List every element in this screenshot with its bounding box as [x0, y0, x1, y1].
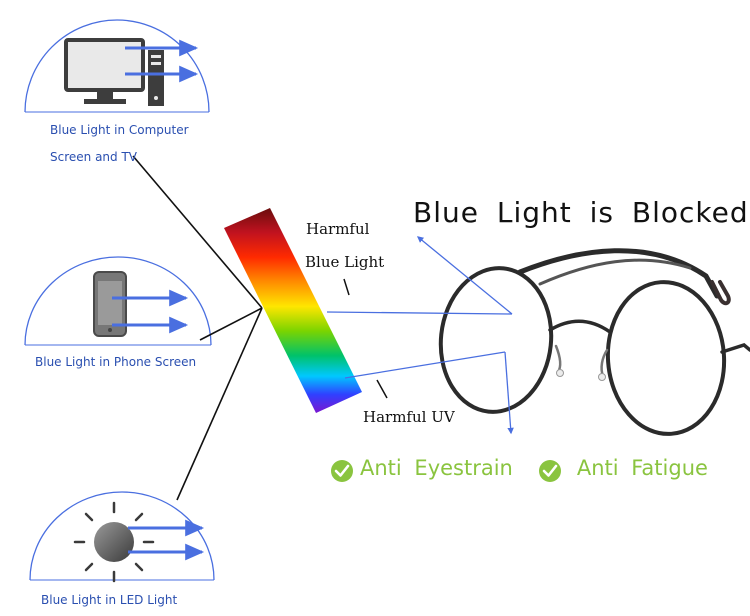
sun-icon: [73, 501, 155, 583]
benefit-anti-fatigue: Anti Fatigue: [547, 456, 708, 480]
monitor-icon: [64, 38, 164, 106]
led-light-arrows: [128, 519, 205, 561]
phone-dome: [24, 256, 212, 346]
convergence-lines: [132, 155, 263, 501]
led-label: Blue Light in LED Light: [41, 593, 178, 607]
headline-blue-light-blocked: Blue Light is Blocked: [413, 196, 749, 229]
light-spectrum-band: [224, 208, 362, 413]
computer-dome: [24, 19, 210, 113]
phone-label: Blue Light in Phone Screen: [35, 355, 197, 369]
computer-label-line2: Screen and TV: [50, 150, 137, 164]
check-circle-icon-2: [539, 460, 561, 482]
led-dome: [29, 491, 215, 581]
harmful-blue-pointer: [343, 278, 350, 296]
benefit-anti-eyestrain: Anti Eyestrain: [330, 456, 513, 480]
harmful-blue-light-label: Blue Light: [305, 253, 385, 271]
benefits-row: Anti Eyestrain Anti Fatigue: [330, 456, 708, 480]
harmful-uv-label: Harmful UV: [363, 408, 455, 426]
eyeglasses-illustration: [438, 248, 750, 436]
benefit-label: Anti Eyestrain: [360, 456, 513, 480]
harmful-uv-pointer: [376, 379, 388, 399]
phone-icon: [93, 271, 127, 337]
computer-light-arrows: [125, 39, 199, 83]
computer-label-line1: Blue Light in Computer: [50, 123, 189, 137]
check-circle-icon-1: [331, 460, 353, 482]
harmful-label: Harmful: [306, 220, 370, 238]
blue-light-rays: [326, 236, 514, 435]
benefit-label: Anti Fatigue: [576, 456, 708, 480]
phone-light-arrows: [112, 289, 189, 334]
